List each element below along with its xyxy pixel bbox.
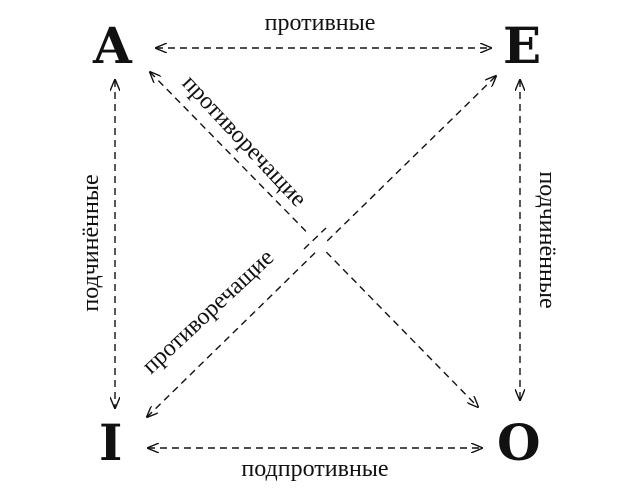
contradictory-a-o-label: противоречащие [177, 70, 312, 212]
corner-e-label: E [503, 16, 541, 75]
contrary-label: противные [265, 10, 376, 36]
subaltern-right-label: подчинённые [534, 171, 560, 308]
subcontrary-label: подпротивные [241, 456, 388, 482]
corner-a-label: A [92, 16, 133, 75]
corner-i-label: I [99, 413, 122, 472]
subaltern-left-label: подчинённые [78, 174, 104, 311]
contradictory-crossing-segment [303, 227, 327, 250]
corner-o-label: O [497, 413, 541, 472]
contradictory-i-e-label: противоречащие [137, 244, 279, 379]
